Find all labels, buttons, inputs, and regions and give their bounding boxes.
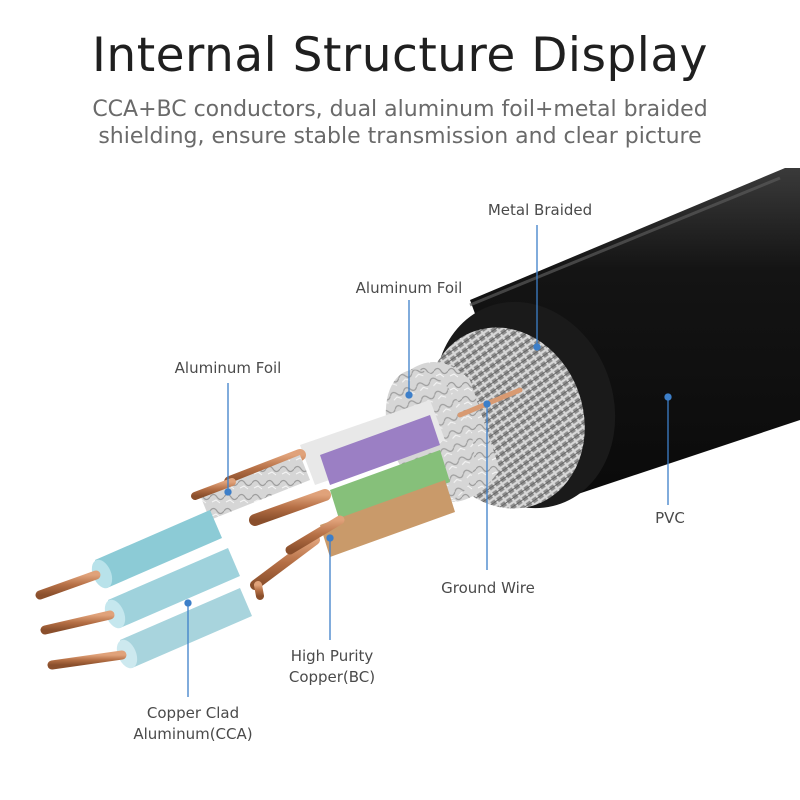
subtitle-line-1: CCA+BC conductors, dual aluminum foil+me…: [92, 97, 708, 122]
label-ground-wire: Ground Wire: [441, 579, 535, 597]
label-high-purity-copper: High Purity Copper(BC): [262, 646, 402, 688]
label-copper-clad-aluminum: Copper Clad Aluminum(CCA): [118, 703, 268, 745]
label-aluminum-foil-outer: Aluminum Foil: [355, 279, 463, 297]
aluminum-foil-inner: [200, 455, 310, 520]
copper-ends: [35, 478, 264, 670]
subtitle-line-2: shielding, ensure stable transmission an…: [98, 124, 702, 149]
page-title: Internal Structure Display: [92, 28, 708, 83]
label-cca-line2: Aluminum(CCA): [133, 725, 253, 743]
core-green: [330, 450, 450, 522]
label-metal-braided: Metal Braided: [487, 201, 593, 219]
label-high-purity-line2: Copper(BC): [288, 668, 376, 686]
core-purple: [320, 415, 440, 485]
pointer-lines: [184, 225, 672, 697]
coax-cores: [91, 510, 252, 669]
label-pvc: PVC: [655, 509, 685, 527]
label-high-purity-line1: High Purity: [290, 647, 374, 665]
label-cca-line1: Copper Clad: [146, 704, 240, 722]
copper-strands: [224, 449, 345, 590]
label-aluminum-foil-inner: Aluminum Foil: [174, 359, 282, 377]
core-orange: [320, 480, 455, 557]
